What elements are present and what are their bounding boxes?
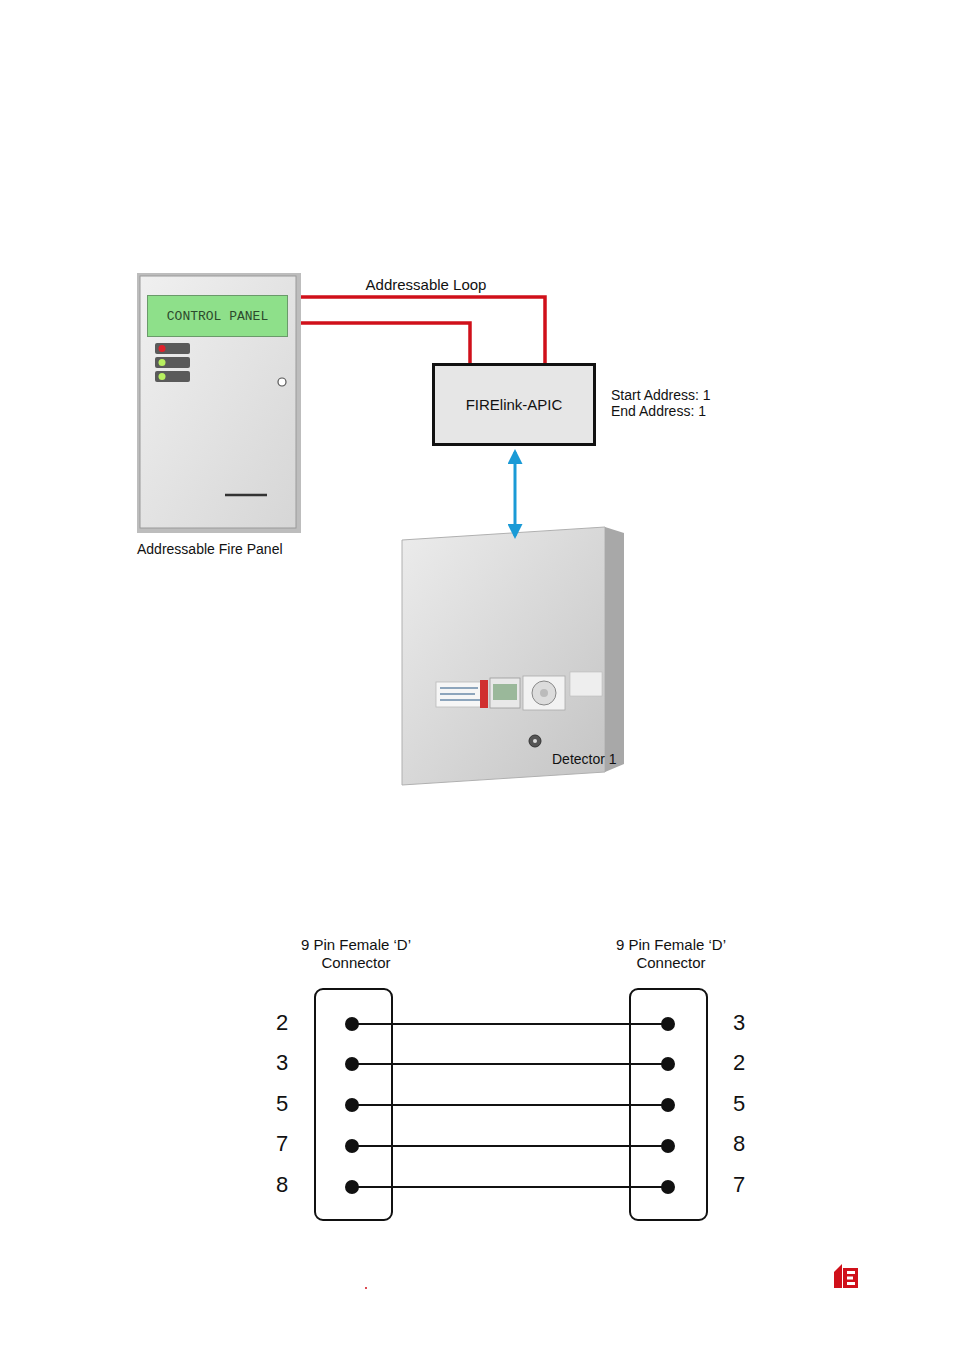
- detector-cabinet: [402, 527, 624, 785]
- pin-number: 5: [276, 1092, 288, 1116]
- pin-number: 3: [733, 1011, 745, 1035]
- panel-label: Addressable Fire Panel: [137, 541, 283, 557]
- fire-panel: CONTROL PANELAddressable Fire Panel: [137, 273, 301, 533]
- screen-text: CONTROL PANEL: [148, 296, 287, 336]
- connector-heading: 9 Pin Female ‘D’ Connector: [291, 936, 421, 972]
- detector-label: Detector 1: [552, 751, 617, 767]
- detector-unit: Detector 1: [400, 525, 626, 787]
- fire-panel-cabinet: [137, 273, 301, 533]
- cable-wire: [393, 1023, 629, 1025]
- d-connector: 9 Pin Female ‘D’ Connector: [629, 988, 708, 1221]
- panel-screen: CONTROL PANEL: [147, 295, 288, 337]
- pin-number: 8: [733, 1132, 745, 1156]
- data-link-arrow: [514, 452, 517, 536]
- edge-label: Addressable Loop: [364, 276, 489, 293]
- address-note: Start Address: 1: [611, 388, 711, 403]
- d-connector: 9 Pin Female ‘D’ Connector: [314, 988, 393, 1221]
- pin-number: 7: [733, 1173, 745, 1197]
- cable-wire: [393, 1104, 629, 1106]
- pin-number: 3: [276, 1051, 288, 1075]
- box-title: FIRElink-APIC: [435, 366, 593, 443]
- logo-mark: [365, 1264, 858, 1289]
- cable-wire: [393, 1186, 629, 1188]
- loop-wire: [301, 323, 470, 363]
- address-note: End Address: 1: [611, 404, 706, 419]
- loop-wire: [301, 297, 545, 363]
- connector-pins: [346, 1018, 674, 1193]
- pin-number: 5: [733, 1092, 745, 1116]
- pin-number: 8: [276, 1173, 288, 1197]
- cable-wire: [393, 1063, 629, 1065]
- cable-wire: [393, 1145, 629, 1147]
- pin-number: 2: [733, 1051, 745, 1075]
- pin-number: 7: [276, 1132, 288, 1156]
- connector-heading: 9 Pin Female ‘D’ Connector: [606, 936, 736, 972]
- interface-box: FIRElink-APIC: [432, 363, 596, 446]
- pin-number: 2: [276, 1011, 288, 1035]
